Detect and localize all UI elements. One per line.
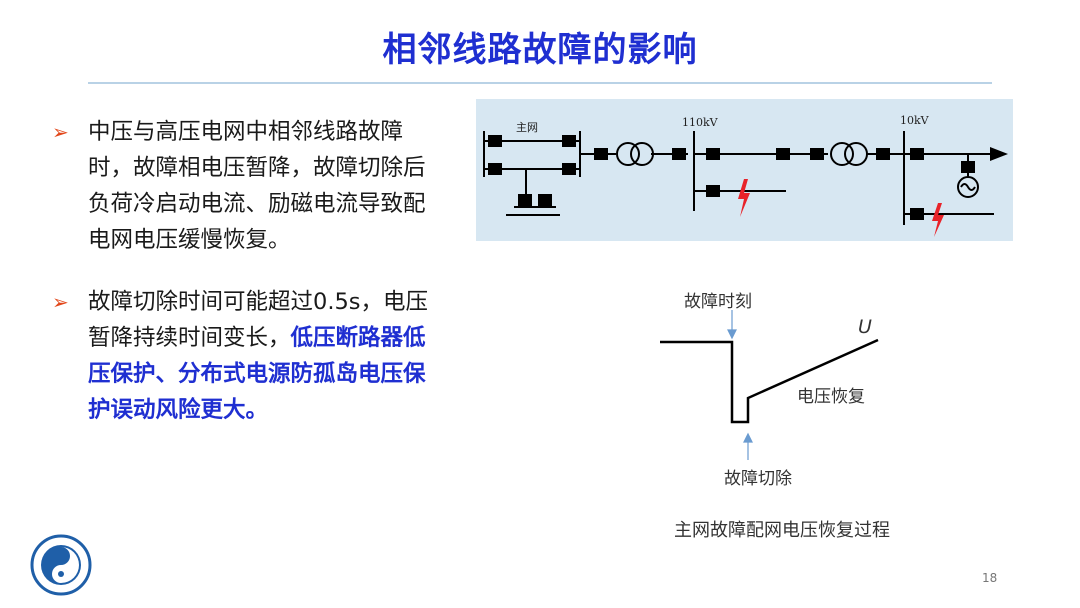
fault-time-marker-icon [727,329,737,340]
title-divider [88,82,992,84]
voltage-waveform [660,310,879,460]
bullet-arrow-icon: ➢ [52,290,69,314]
hv-bus-label: 110kV [682,116,719,129]
bullet-text: 故障切除时间可能超过0.5s，电压暂降持续时间变长， [88,289,429,351]
slide-title: 相邻线路故障的影响 [382,30,698,70]
fault-time-label: 故障时刻 [684,292,752,312]
u-label: U [858,316,872,338]
flow-arrow-icon [990,147,1008,161]
university-logo [30,534,92,596]
fault-clear-label: 故障切除 [724,469,792,489]
voltage-curve [660,338,879,424]
bullet-list: ➢ 中压与高压电网中相邻线路故障时，故障相电压暂降，故障切除后负荷冷启动电流、励… [52,114,432,454]
mv-bus-label: 10kV [900,114,930,127]
recovery-label: 电压恢复 [797,387,865,407]
page-number: 18 [982,571,998,585]
fault-clear-marker-icon [743,432,753,443]
network-diagram-svg: 主网 110kV 10kV [483,114,1008,237]
chart-caption: 主网故障配网电压恢复过程 [674,520,890,541]
network-diagram: 主网 110kV 10kV [476,99,1013,241]
bullet-arrow-icon: ➢ [52,120,69,144]
bullet-emphasis: 低压断路器低压保护、分布式电源防孤岛电压保护误动风险更大。 [88,325,426,423]
bullet-item: ➢ 故障切除时间可能超过0.5s，电压暂降持续时间变长，低压断路器低压保护、分布… [52,284,432,428]
main-grid-label: 主网 [516,121,538,134]
bullet-item: ➢ 中压与高压电网中相邻线路故障时，故障相电压暂降，故障切除后负荷冷启动电流、励… [52,114,432,258]
bullet-text: 中压与高压电网中相邻线路故障时，故障相电压暂降，故障切除后负荷冷启动电流、励磁电… [88,119,426,253]
